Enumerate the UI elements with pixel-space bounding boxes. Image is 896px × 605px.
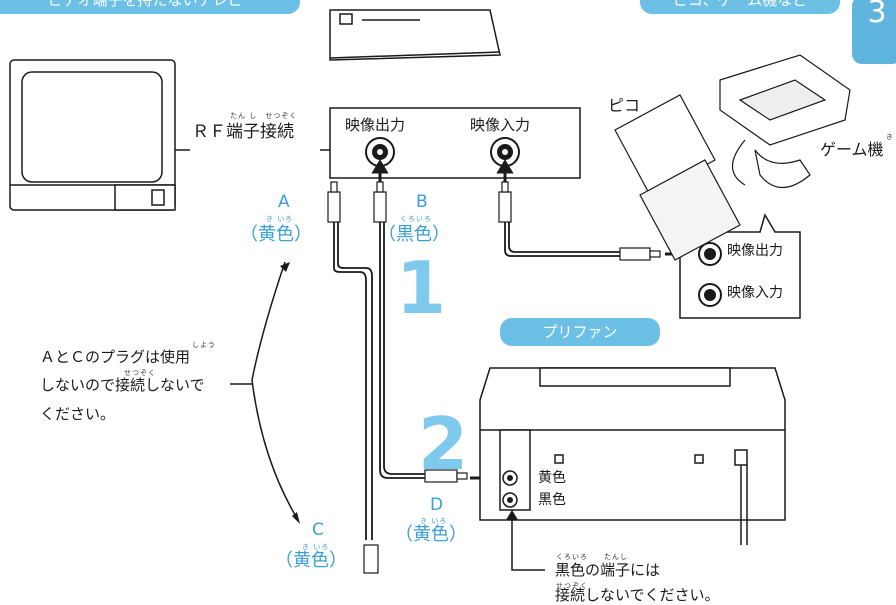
plug-c-color: （黄色） — [275, 550, 347, 571]
prifan-banner: プリファン — [500, 318, 660, 346]
plug-device — [619, 247, 651, 261]
plug-c-letter: C — [312, 520, 324, 540]
ac-note-ruby2: せつぞく — [124, 369, 156, 377]
plug-d-color: （黄色） — [395, 524, 467, 545]
vcr-video-out-jack — [365, 137, 395, 167]
device-video-out-jack — [698, 242, 722, 266]
device-banner: ピコ、ゲーム機など — [640, 0, 840, 14]
rf-label: ＲＦ端子接続 — [192, 122, 294, 142]
plug-b-color: （黒色） — [378, 224, 450, 245]
tv-banner: ビデオ端子を持たないテレビ — [0, 0, 300, 14]
plug-a — [327, 181, 341, 223]
plug-d-ruby: き いろ — [420, 517, 448, 525]
plug-c-ruby: き いろ — [302, 543, 330, 551]
plug-a-ruby: き いろ — [266, 215, 294, 223]
printer-yellow-label: 黄色 — [538, 470, 566, 486]
black-note-ruby1: くろいろ たんし — [556, 553, 628, 561]
tv-illustration — [9, 59, 176, 211]
vcr-out-label: 映像出力 — [345, 116, 406, 134]
ac-bracket — [230, 261, 299, 521]
step-2-number: 2 — [418, 402, 469, 486]
black-jack-pointer — [511, 512, 545, 571]
plug-b — [373, 181, 387, 223]
plug-a-letter: A — [278, 192, 290, 212]
game-ruby: き — [886, 133, 894, 141]
ac-note-line3: ください。 — [40, 405, 116, 423]
ac-note-ruby1: しよう — [192, 341, 216, 349]
game-console-illustration — [719, 54, 851, 188]
plug-c — [363, 544, 379, 574]
game-label: ゲーム機 — [820, 140, 884, 159]
vcr-in-label: 映像入力 — [470, 116, 531, 134]
rf-ruby: たん し せつぞく — [230, 112, 298, 120]
black-note-ruby2: せつぞく — [556, 582, 588, 590]
pico-label: ピコ — [608, 96, 641, 115]
device-video-in-jack — [698, 283, 722, 307]
plug-b-letter: B — [416, 192, 428, 212]
printer-black-jack — [502, 492, 518, 508]
plug-in — [498, 181, 512, 223]
ac-note-line1: ＡとＣのプラグは使用 — [40, 348, 191, 366]
plug-a-color: （黄色） — [240, 224, 312, 245]
ac-note-line2: しないので接続しないで — [40, 376, 205, 394]
plug-d-letter: D — [430, 495, 444, 515]
vcr-illustration — [329, 9, 501, 61]
step-1-number: 1 — [396, 246, 447, 330]
cables — [333, 222, 620, 540]
insert-arrows — [371, 159, 514, 185]
device-out-label: 映像出力 — [727, 243, 783, 259]
section-tab: 3 — [852, 0, 896, 64]
printer-yellow-jack — [502, 470, 518, 486]
black-note-line1: 黒色の端子には — [555, 561, 661, 579]
black-note-line2: 接続しないでください。 — [555, 586, 720, 604]
printer-black-label: 黒色 — [538, 492, 566, 508]
plug-b-ruby: くろいろ — [400, 215, 432, 223]
printer-illustration — [479, 367, 786, 545]
device-in-label: 映像入力 — [727, 285, 783, 301]
pico-illustration — [614, 94, 741, 261]
